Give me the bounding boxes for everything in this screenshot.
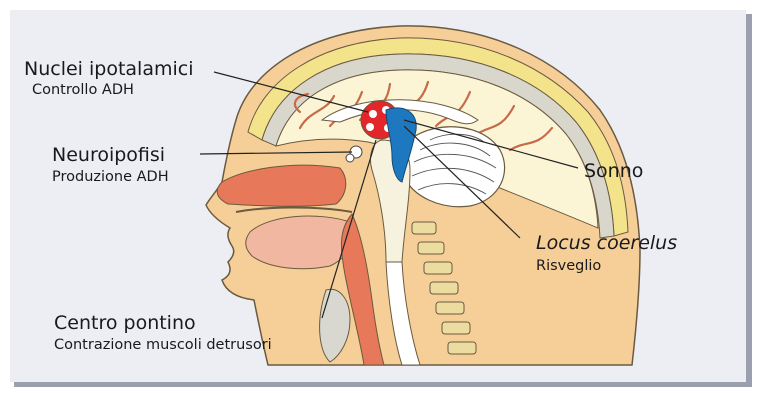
tongue	[246, 216, 352, 269]
label-neuro-sub: Produzione ADH	[52, 169, 169, 185]
label-centro-sub: Contrazione muscoli detrusori	[54, 337, 272, 353]
label-centro-title: Centro pontino	[54, 312, 196, 334]
label-nuclei-title: Nuclei ipotalamici	[24, 58, 193, 80]
label-locus-title: Locus coerelus	[536, 232, 677, 254]
label-neuro-title: Neuroipofisi	[52, 144, 165, 166]
label-locus-sub: Risveglio	[536, 258, 601, 274]
label-nuclei-sub: Controllo ADH	[32, 82, 134, 98]
label-sonno: Sonno	[584, 160, 643, 182]
